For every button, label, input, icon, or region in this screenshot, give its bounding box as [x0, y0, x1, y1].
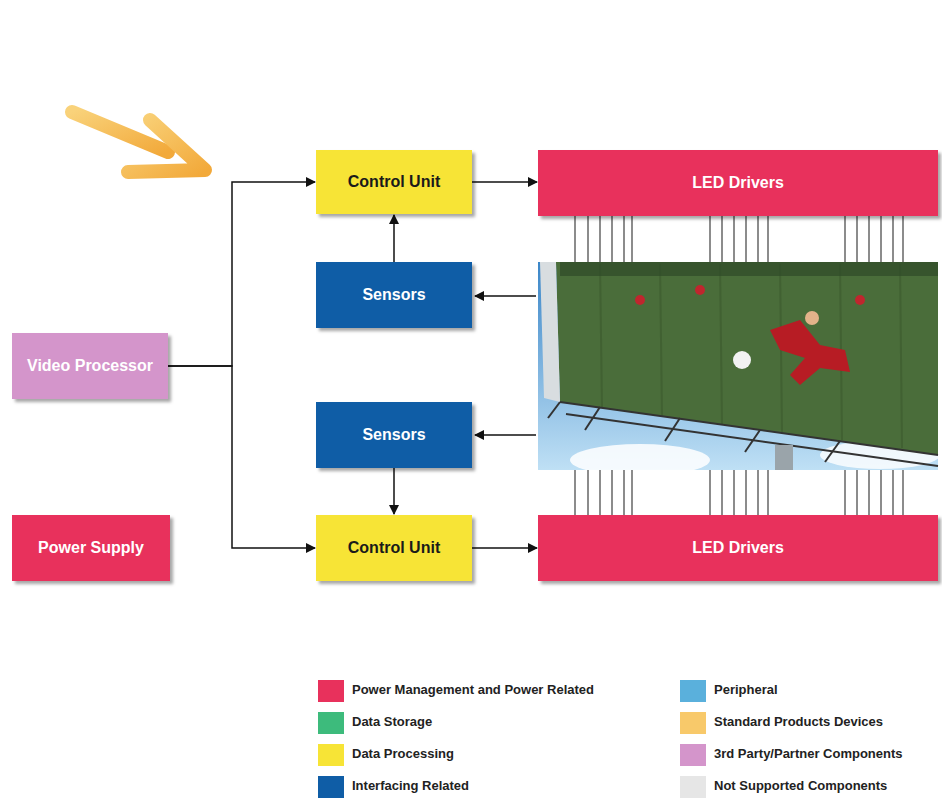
box-label: Video Processor: [27, 357, 153, 375]
legend-swatch: [680, 680, 706, 702]
legend-text: Data Storage: [352, 714, 432, 729]
legend-text: Not Supported Components: [714, 778, 887, 793]
box-label: Power Supply: [38, 539, 144, 557]
led-driver-box: LED Drivers: [538, 515, 938, 581]
legend-swatch: [680, 744, 706, 766]
sensor-feed-arrows: [475, 296, 536, 435]
legend-swatch: [680, 776, 706, 798]
legend-text: Peripheral: [714, 682, 778, 697]
connector-arrow: [472, 547, 537, 549]
box-label: LED Drivers: [692, 174, 784, 192]
control-unit-box: Control Unit: [316, 150, 472, 214]
box-label: Sensors: [362, 426, 425, 444]
box-label: Control Unit: [348, 173, 440, 191]
legend-text: Interfacing Related: [352, 778, 469, 793]
legend-text: Data Processing: [352, 746, 454, 761]
legend-text: 3rd Party/Partner Components: [714, 746, 903, 761]
connector-arrow: [168, 182, 315, 366]
box-label: LED Drivers: [692, 539, 784, 557]
box-label: Sensors: [362, 286, 425, 304]
legend-swatch: [318, 776, 344, 798]
legend-text: Power Management and Power Related: [352, 682, 594, 697]
control-unit-box: Control Unit: [316, 515, 472, 581]
driver-wires: [575, 216, 903, 515]
connector-arrow: [393, 468, 395, 514]
box-label: Control Unit: [348, 539, 440, 557]
sensor-box: Sensors: [316, 402, 472, 468]
video-processor-box: Video Processor: [12, 333, 168, 399]
connector-arrow: [393, 215, 395, 262]
led-driver-box: LED Drivers: [538, 150, 938, 216]
connector-arrow: [472, 181, 537, 183]
connector-arrow: [168, 366, 315, 548]
legend-text: Standard Products Devices: [714, 714, 883, 729]
legend-swatch: [318, 744, 344, 766]
legend-swatch: [318, 680, 344, 702]
sensor-box: Sensors: [316, 262, 472, 328]
legend-swatch: [318, 712, 344, 734]
pointer-arrow: [72, 112, 205, 172]
legend-swatch: [680, 712, 706, 734]
billboard-photo: [538, 262, 940, 476]
power-supply-box: Power Supply: [12, 515, 170, 581]
